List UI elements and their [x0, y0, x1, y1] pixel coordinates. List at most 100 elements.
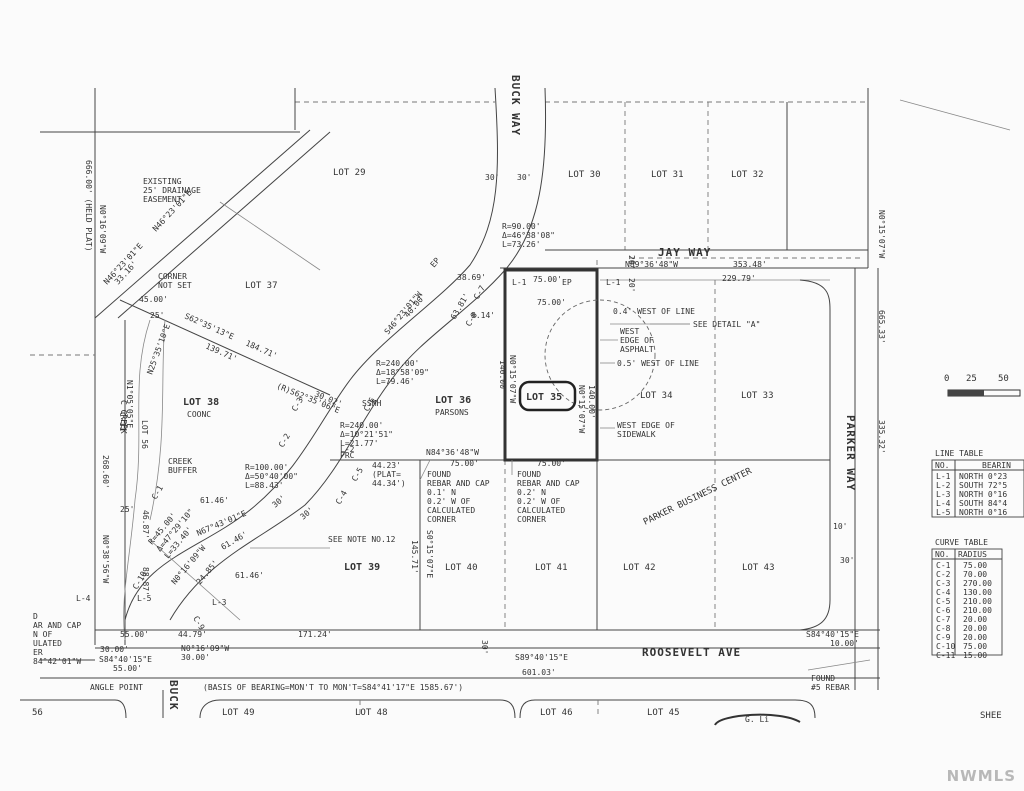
dim-5500a: 55.00'	[120, 630, 149, 639]
lot-37: LOT 37	[245, 281, 278, 291]
dim-c1: C-1	[150, 484, 165, 501]
note-sidewalk-2: SIDEWALK	[617, 430, 656, 439]
note-left-found-c: N OF	[33, 630, 52, 639]
note-drainage-1: EXISTING	[143, 177, 182, 186]
dim-l240b: L=21.77'	[340, 439, 379, 448]
dim-c7: C-7	[472, 284, 487, 301]
dim-n84-36: N84°36'48"W	[426, 448, 479, 457]
dim-l1b: L-1	[606, 278, 621, 287]
line-table-row-1-bearing: NORTH 0°23	[959, 472, 1007, 481]
dim-n0-15a: N0°15'07"W	[508, 355, 517, 403]
line-table-title: LINE TABLE	[935, 449, 983, 458]
note-sheet: SHEE	[980, 711, 1002, 721]
note-found1-e: CALCULATED	[427, 506, 475, 515]
note-corner-2: NOT SET	[158, 281, 192, 290]
dim-n0-16-b: N0°16'09"W	[181, 644, 229, 653]
dim-r100: R=100.00'	[245, 463, 288, 472]
dim-n89: N89°36'48"W	[625, 260, 678, 269]
dim-30c: 30'	[840, 556, 854, 565]
dim-l3: L-3	[212, 598, 227, 607]
scale-25: 25	[966, 374, 977, 384]
lot-lines	[20, 87, 1021, 726]
note-left-found-b: AR AND CAP	[33, 621, 81, 630]
dim-prc: PRC	[340, 451, 355, 460]
dim-creek: C CREEK	[119, 400, 128, 434]
note-left-found-e: ER	[33, 648, 43, 657]
dim-n25: N25°35'10"E	[145, 323, 172, 376]
dim-20a: 20'	[627, 255, 636, 269]
lot-34: LOT 34	[640, 391, 673, 401]
dim-3000b: 30.00'	[181, 653, 210, 662]
dim-30d: 30'	[271, 493, 288, 509]
note-left-found-f: 84°42'01"W	[33, 657, 81, 666]
curve-table-row-10-no: C-10	[936, 642, 955, 651]
line-table-row-3-bearing: NORTH 0°16	[959, 490, 1007, 499]
lot-56: 56	[32, 708, 43, 718]
curve-table-row-7-radius: 20.00	[963, 615, 987, 624]
dim-n0-16-09-top: N0°16'09"W	[98, 205, 107, 253]
dim-3000a: 30.00'	[100, 645, 129, 654]
note-drainage-3: EASEMENT	[143, 195, 182, 204]
dim-6146b: 61.46'	[220, 529, 250, 551]
line-table: LINE TABLE NO. BEARIN L-1 NORTH 0°23 L-2…	[931, 449, 1024, 518]
note-found2-e: CALCULATED	[517, 506, 565, 515]
note-ssmh: SSMH	[362, 399, 381, 408]
lot-32: LOT 32	[731, 170, 764, 180]
dim-s62: S62°35'13"E	[183, 312, 235, 342]
dim-s89: S89°40'15"E	[515, 653, 568, 662]
line-table-row-2-no: L-2	[936, 481, 951, 490]
dim-l2: L-2	[340, 445, 355, 454]
dim-ep2: EP	[562, 278, 572, 287]
curve-table-row-6-radius: 210.00	[963, 606, 992, 615]
road-buck-way: BUCK WAY	[509, 75, 522, 136]
dim-2485: 24.85'	[195, 558, 220, 586]
dim-14571: 145.71'	[410, 540, 419, 574]
dim-35348: 353.48'	[733, 260, 767, 269]
curve-table-header-no: NO.	[935, 550, 949, 559]
dim-66533: 665.33'	[877, 310, 886, 344]
dim-4434: 44.34')	[372, 479, 406, 488]
lot-43: LOT 43	[742, 563, 775, 573]
curve-table-row-7-no: C-7	[936, 615, 951, 624]
note-left-found-d: ULATED	[33, 639, 62, 648]
dim-666: 666.00' (HELD PLAT)	[84, 160, 93, 252]
note-basis-of-bearing: (BASIS OF BEARING=MON'T TO MON'T=S84°41'…	[203, 683, 463, 692]
line-table-row-4-no: L-4	[936, 499, 951, 508]
dim-l90: L=73.26'	[502, 240, 541, 249]
dim-r90: R=90.00'	[502, 222, 541, 231]
note-drainage-2: 25' DRAINAGE	[143, 186, 201, 195]
dim-r240a: R=240.00'	[376, 359, 419, 368]
dim-d90: Δ=46°38'08"	[502, 231, 555, 240]
lot-36-owner: PARSONS	[435, 408, 469, 417]
curve-table-row-11-radius: 15.00	[963, 651, 987, 660]
dim-4479: 44.79'	[178, 630, 207, 639]
note-see-note: SEE NOTE NO.12	[328, 535, 396, 544]
dim-7500c: 75.00'	[450, 459, 479, 468]
note-found1-d: 0.2' W OF	[427, 497, 471, 506]
note-found2-f: CORNER	[517, 515, 546, 524]
note-found1-f: CORNER	[427, 515, 456, 524]
line-table-row-5-bearing: NORTH 0°16	[959, 508, 1007, 517]
dim-4687: 46.87'	[141, 510, 150, 539]
lot-39: LOT 39	[344, 562, 380, 573]
dim-25b: 25'	[120, 505, 134, 514]
dim-n1-05: N1°05'05"E	[125, 380, 134, 428]
note-see-detail: SEE DETAIL "A"	[693, 320, 760, 329]
label-business-center: PARKER BUSINESS CENTER	[642, 466, 754, 527]
curve-table-row-6-no: C-6	[936, 606, 951, 615]
dim-l5: L-5	[137, 594, 152, 603]
scale-50: 50	[998, 374, 1009, 384]
lot-45: LOT 45	[647, 708, 680, 718]
dim-s84-a: S84°40'15"E	[99, 655, 152, 664]
dim-l1a: L-1	[512, 278, 527, 287]
dim-plat: (PLAT=	[372, 470, 401, 479]
lot-31: LOT 31	[651, 170, 684, 180]
lot-38-owner: COONC	[187, 410, 211, 419]
dim-30a: 30'	[485, 173, 499, 182]
road-jay-way: JAY WAY	[658, 246, 711, 259]
note-found1-a: FOUND	[427, 470, 451, 479]
lot-35: LOT 35	[526, 392, 562, 403]
curve-table-row-10-radius: 75.00	[963, 642, 987, 651]
dim-6146a: 61.46'	[200, 496, 229, 505]
dim-1000: 10.00'	[830, 639, 859, 648]
